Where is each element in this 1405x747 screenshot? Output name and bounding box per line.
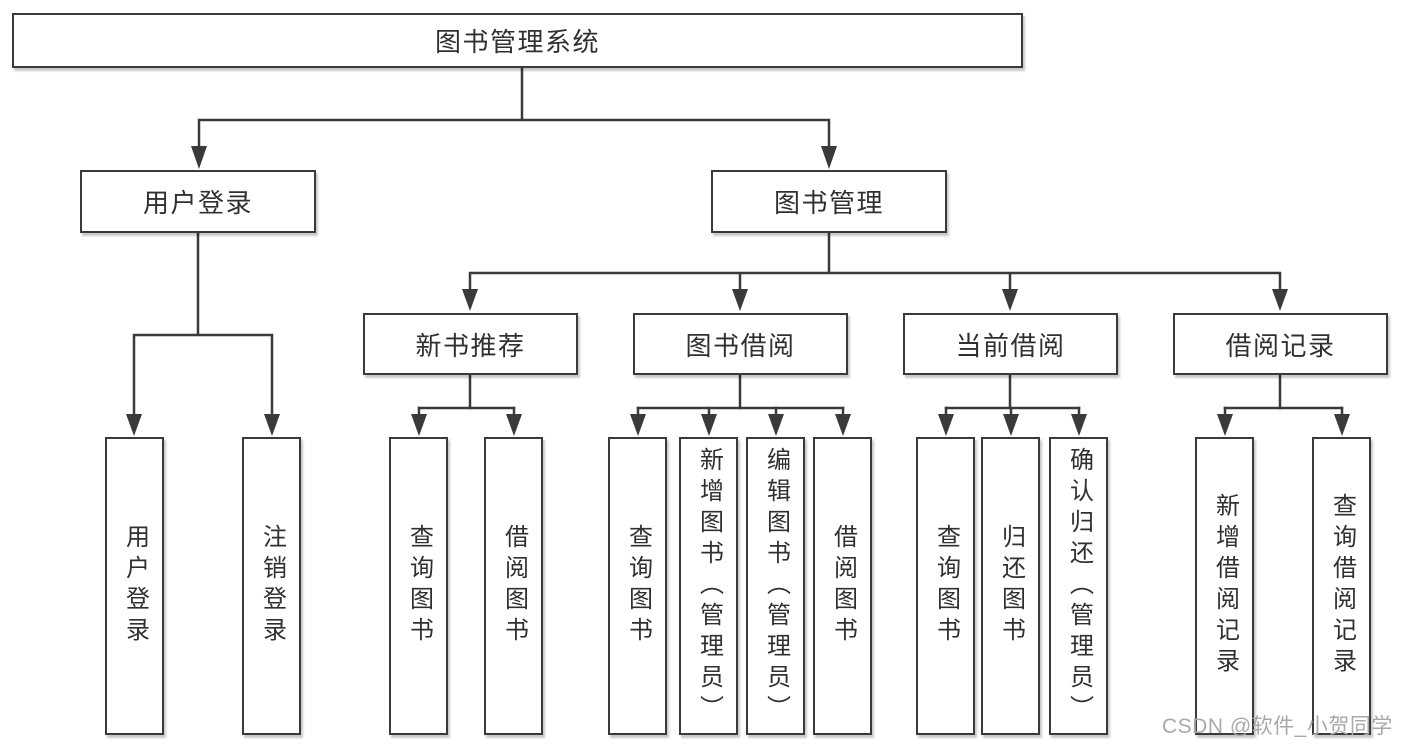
csdn-watermark: CSDN @软件_小贺同学	[1162, 715, 1393, 738]
leaf-confirm-return-admin: 确认归还（管理员）	[1049, 437, 1108, 735]
node-borrowing-records: 借阅记录	[1173, 313, 1388, 375]
leaf-query-books-current: 查询图书	[916, 437, 975, 735]
leaf-query-books-recommend-label: 查询图书	[405, 524, 433, 648]
node-book-management-label: 图书管理	[773, 188, 884, 218]
node-current-borrowing: 当前借阅	[903, 313, 1118, 375]
node-new-book-recommendation-label: 新书推荐	[415, 330, 526, 361]
leaf-logout: 注销登录	[242, 437, 301, 735]
node-book-borrowing-label: 图书借阅	[685, 330, 796, 361]
leaf-return-books: 归还图书	[981, 437, 1040, 735]
node-book-borrowing: 图书借阅	[633, 313, 848, 375]
node-book-management: 图书管理	[711, 170, 947, 233]
leaf-edit-books-admin: 编辑图书（管理员）	[746, 437, 805, 735]
leaf-return-books-label: 归还图书	[997, 524, 1025, 648]
node-user-login-label: 用户登录	[142, 188, 253, 218]
leaf-edit-books-admin-label: 编辑图书（管理员）	[762, 446, 790, 726]
root-node-library-system: 图书管理系统	[12, 13, 1023, 68]
leaf-add-borrow-record: 新增借阅记录	[1195, 437, 1254, 735]
node-new-book-recommendation: 新书推荐	[363, 313, 578, 375]
leaf-user-login-label: 用户登录	[121, 524, 149, 648]
leaf-add-books-admin-label: 新增图书（管理员）	[695, 446, 723, 726]
node-current-borrowing-label: 当前借阅	[955, 330, 1066, 361]
leaf-add-books-admin: 新增图书（管理员）	[679, 437, 738, 735]
arrowheads	[126, 146, 1350, 436]
leaf-logout-label: 注销登录	[258, 524, 286, 648]
node-user-login: 用户登录	[80, 170, 316, 233]
leaf-add-borrow-record-label: 新增借阅记录	[1211, 493, 1239, 679]
leaf-query-books-borrowing-label: 查询图书	[624, 524, 652, 648]
root-node-label: 图书管理系统	[434, 27, 600, 57]
leaf-query-books-recommend: 查询图书	[389, 437, 448, 735]
leaf-borrow-books-label: 借阅图书	[829, 524, 857, 648]
leaf-query-books-borrowing: 查询图书	[608, 437, 667, 735]
node-borrowing-records-label: 借阅记录	[1225, 330, 1336, 361]
leaf-query-books-current-label: 查询图书	[932, 524, 960, 648]
leaf-borrow-books: 借阅图书	[813, 437, 872, 735]
leaf-borrow-books-recommend: 借阅图书	[484, 437, 543, 735]
leaf-borrow-books-recommend-label: 借阅图书	[500, 524, 528, 648]
leaf-confirm-return-admin-label: 确认归还（管理员）	[1065, 446, 1093, 726]
leaf-query-borrow-record: 查询借阅记录	[1312, 437, 1371, 735]
leaf-user-login: 用户登录	[105, 437, 164, 735]
leaf-query-borrow-record-label: 查询借阅记录	[1328, 493, 1356, 679]
